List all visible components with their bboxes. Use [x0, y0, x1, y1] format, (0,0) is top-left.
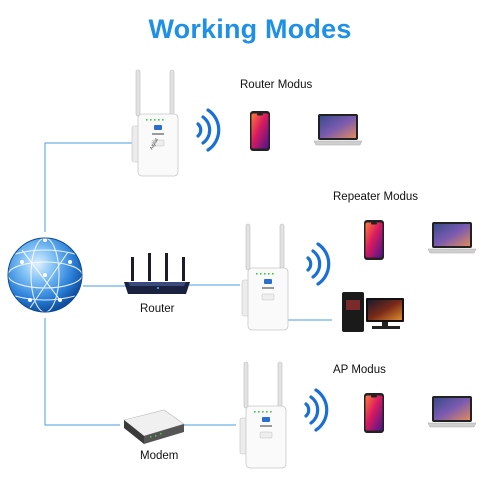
page-title: Working Modes	[148, 14, 352, 44]
repeater-mode-label: Repeater Modus	[333, 191, 419, 203]
modem-label: Modem	[140, 450, 179, 462]
globe-to-modem-line	[44, 318, 120, 426]
repeater-icon	[241, 223, 289, 331]
router-label: Router	[140, 303, 175, 315]
repeater-brand-text: Aigital	[149, 137, 159, 150]
laptop-icon	[313, 113, 363, 146]
laptop-icon	[427, 221, 477, 254]
laptop-icon	[427, 395, 477, 428]
smartphone-icon	[250, 111, 270, 151]
wifi-signal-icon	[196, 108, 221, 152]
router-icon	[124, 253, 190, 294]
modem-icon	[123, 409, 185, 444]
ap-mode-label: AP Modus	[333, 364, 386, 376]
wifi-signal-icon	[304, 388, 329, 432]
globe-icon	[7, 237, 83, 313]
repeater-icon	[239, 361, 287, 469]
router-mode-label: Router Modus	[240, 79, 313, 91]
repeater-icon	[131, 69, 179, 177]
desktop-pc-icon	[342, 292, 404, 332]
globe-to-router-mode-line	[44, 142, 133, 232]
wifi-signal-icon	[306, 242, 331, 286]
smartphone-icon	[364, 220, 384, 260]
smartphone-icon	[364, 393, 384, 433]
